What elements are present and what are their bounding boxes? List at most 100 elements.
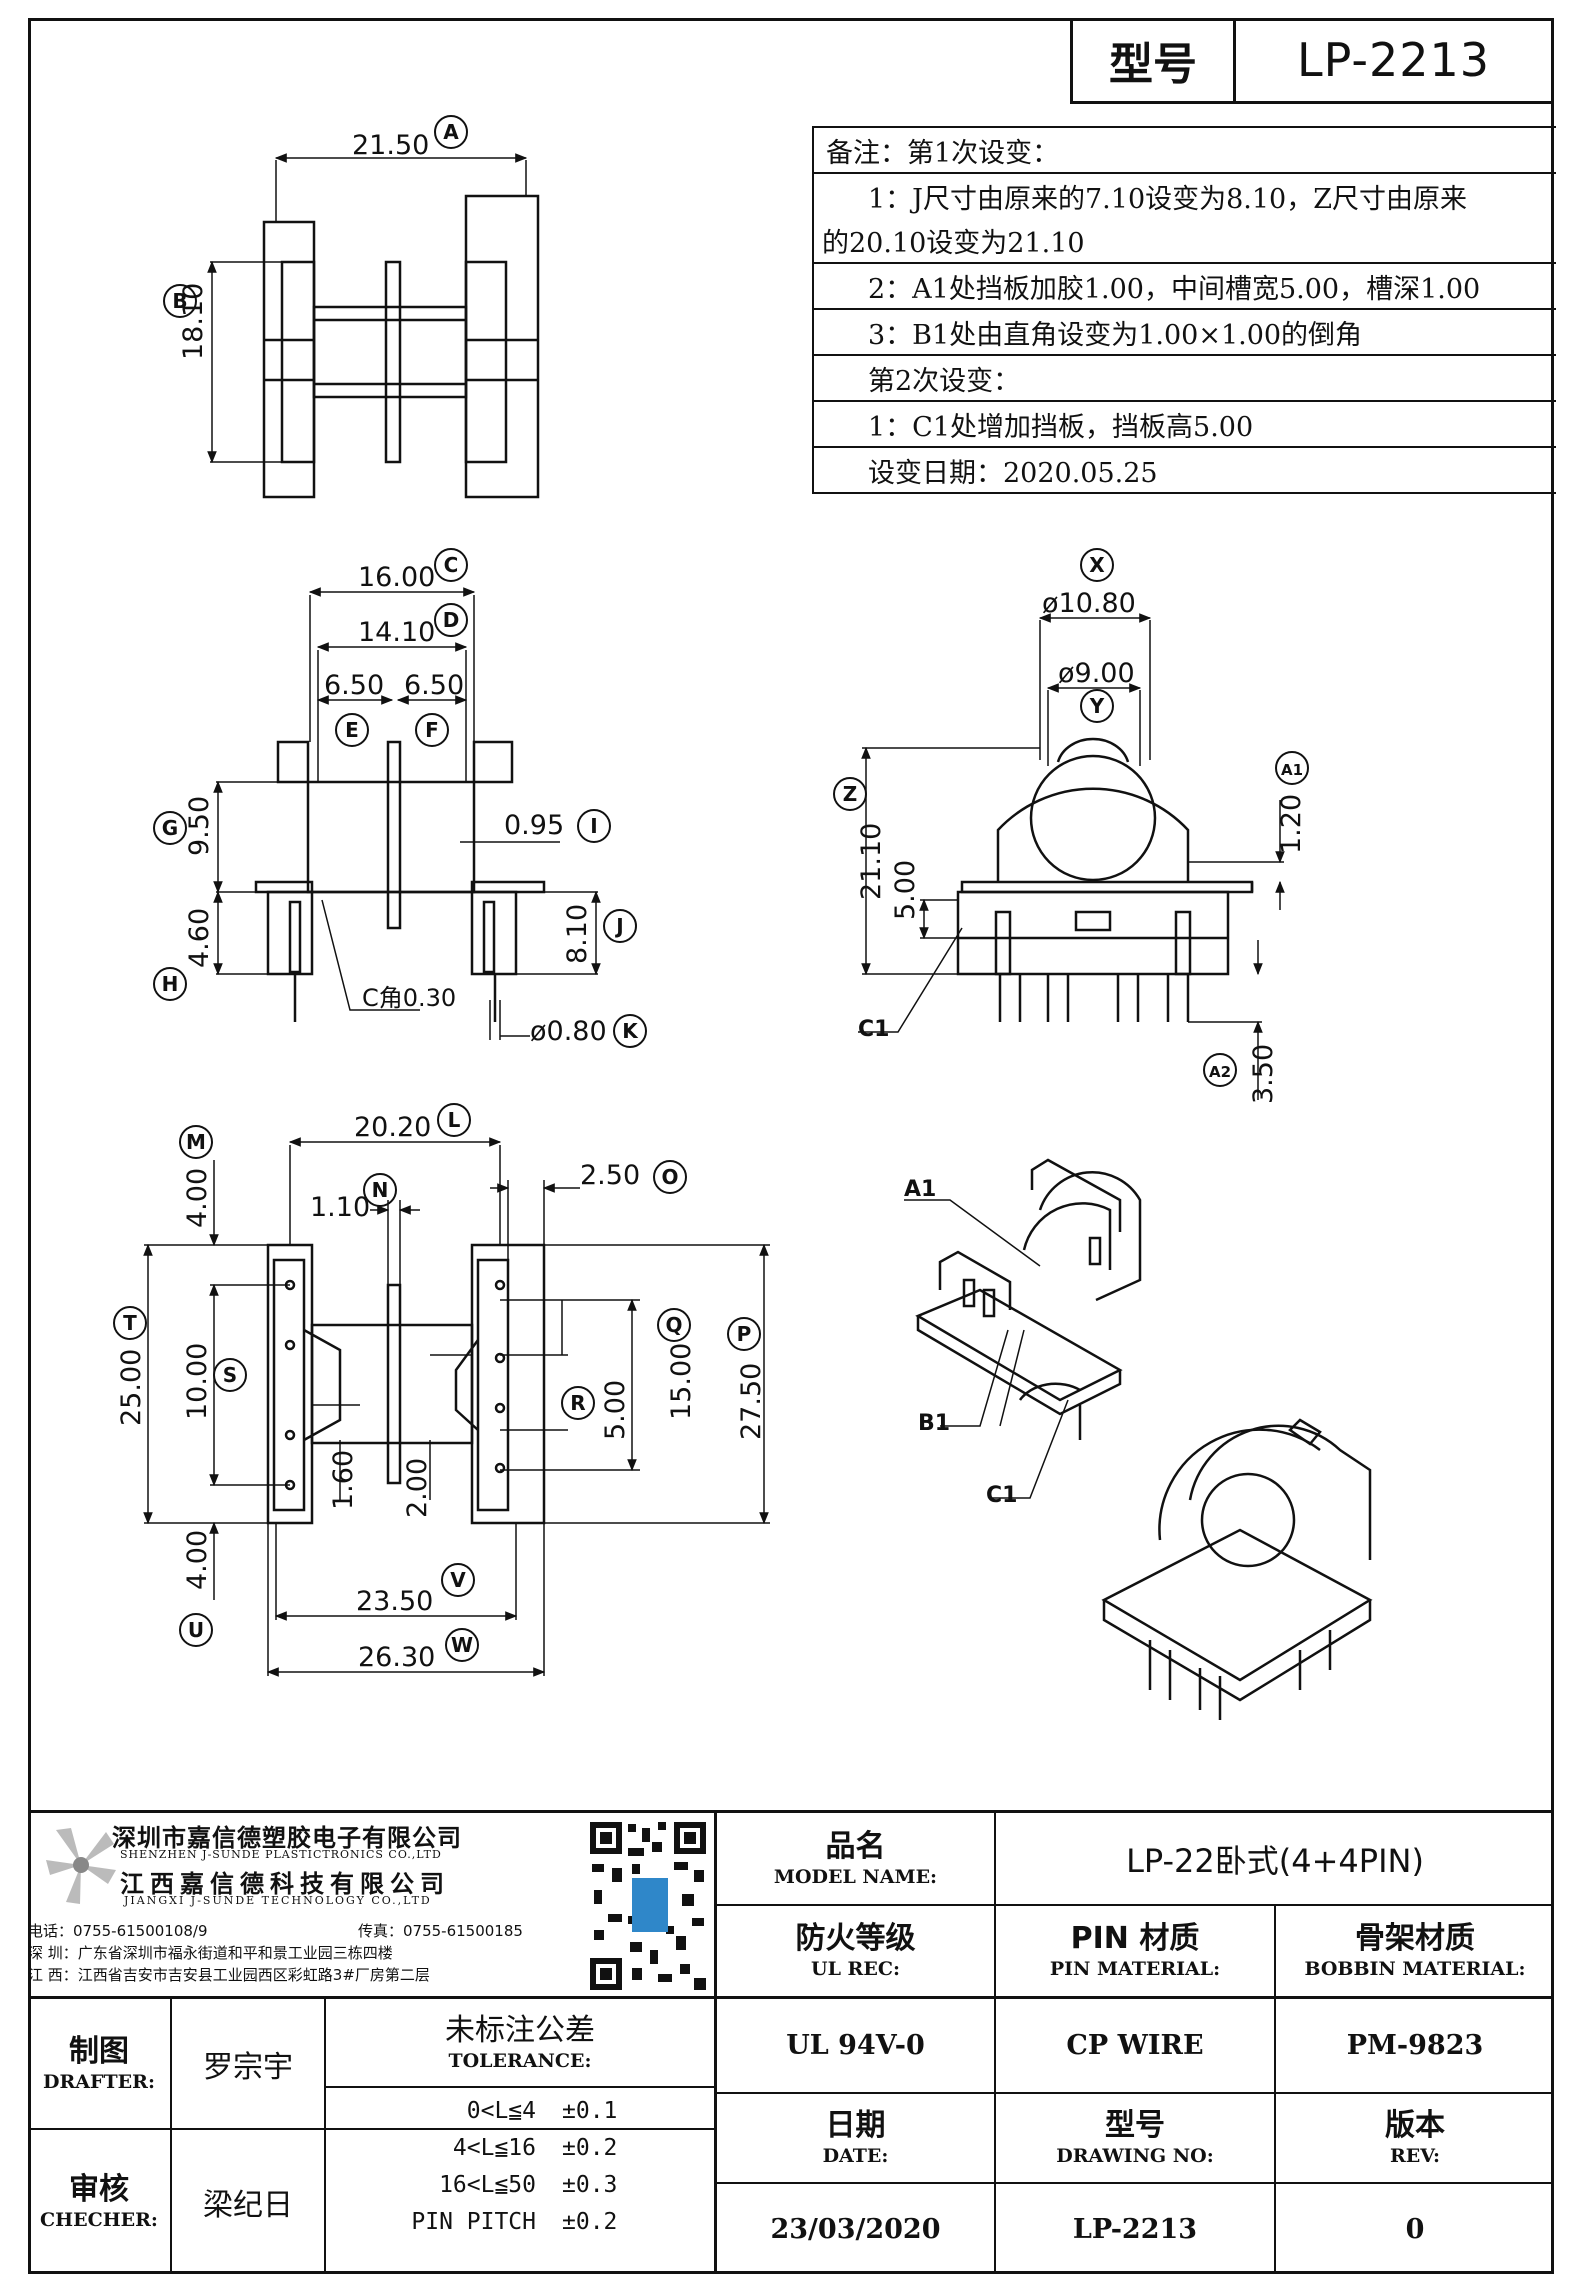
dim-r: 5.00 bbox=[600, 1380, 631, 1440]
dim-m: 4.00 bbox=[182, 1168, 213, 1228]
svg-text:A: A bbox=[443, 120, 459, 144]
callout-a1-iso: A1 bbox=[904, 1177, 936, 1202]
svg-text:A2: A2 bbox=[1209, 1063, 1231, 1081]
tolerance-range: 0<L≦4 bbox=[466, 2098, 536, 2124]
svg-text:R: R bbox=[570, 1391, 585, 1415]
svg-text:B: B bbox=[172, 289, 187, 313]
notes-row: 2：A1处挡板加胶1.00，中间槽宽5.00，槽深1.00 bbox=[814, 264, 1556, 310]
header-model-box: 型号 LP-2213 bbox=[1070, 18, 1554, 104]
ul-rec-value: UL 94V-0 bbox=[786, 2030, 925, 2061]
svg-text:C: C bbox=[444, 553, 459, 577]
iso-view-1 bbox=[915, 1158, 1142, 1440]
dim-z-inner: 5.00 bbox=[890, 860, 921, 920]
svg-text:I: I bbox=[590, 814, 597, 838]
dim-o: 2.50 bbox=[580, 1160, 640, 1191]
title-block: 深圳市嘉信德塑胶电子有限公司 SHENZHEN J-SUNDE PLASTICT… bbox=[28, 1810, 1554, 2274]
dim-h: 4.60 bbox=[184, 908, 215, 968]
top-view bbox=[207, 153, 540, 499]
notes-row: 的20.10设变为21.10 bbox=[814, 218, 1556, 264]
tolerance-value: ±0.1 bbox=[562, 2098, 618, 2124]
dim-c: 16.00 bbox=[358, 562, 435, 593]
header-model-value: LP-2213 bbox=[1296, 32, 1491, 87]
drawing-canvas: 21.50 18.10 16.00 14.10 6.50 6.50 9.50 4… bbox=[113, 115, 1373, 1720]
dim-d2: 2.00 bbox=[402, 1458, 433, 1518]
svg-text:F: F bbox=[425, 718, 439, 742]
tolerance-value: ±0.3 bbox=[562, 2172, 618, 2198]
svg-text:K: K bbox=[622, 1019, 639, 1043]
notes-row: 1：J尺寸由原来的7.10设变为8.10，Z尺寸由原来 bbox=[868, 183, 1467, 215]
tolerance-value: ±0.2 bbox=[562, 2135, 618, 2161]
svg-text:V: V bbox=[450, 1568, 466, 1592]
iso-view-2 bbox=[1101, 1418, 1373, 1720]
dim-x: ø10.80 bbox=[1042, 588, 1136, 619]
dim-q: 15.00 bbox=[666, 1343, 697, 1420]
date-value: 23/03/2020 bbox=[770, 2213, 941, 2245]
notes-row: 第2次设变： bbox=[814, 356, 1556, 402]
leader-c1 bbox=[990, 1399, 1069, 1499]
svg-text:E: E bbox=[345, 718, 359, 742]
dim-a: 21.50 bbox=[352, 130, 429, 161]
company2-name-en: JIANGXI J-SUNDE TECHNOLOGY CO.,LTD bbox=[124, 1894, 432, 1907]
rev-value: 0 bbox=[1405, 2213, 1425, 2245]
company-logo bbox=[36, 1820, 126, 1910]
dim-b: 18.10 bbox=[178, 283, 209, 360]
dim-p: 27.50 bbox=[736, 1363, 767, 1440]
notes-row: 3：B1处由直角设变为1.00×1.00的倒角 bbox=[814, 310, 1556, 356]
svg-text:X: X bbox=[1089, 553, 1105, 577]
svg-text:P: P bbox=[737, 1322, 752, 1346]
company-fax: 传真：0755-61500185 bbox=[358, 1922, 523, 1940]
model-name-label: 品名 MODEL NAME: bbox=[773, 1828, 938, 1888]
company-address-jx: 江 西：江西省吉安市吉安县工业园西区彩虹路3#厂房第二层 bbox=[28, 1966, 430, 1984]
svg-text:D: D bbox=[443, 608, 460, 632]
notes-row: 设变日期：2020.05.25 bbox=[814, 448, 1556, 494]
svg-text:N: N bbox=[372, 1178, 389, 1202]
svg-text:A1: A1 bbox=[1281, 761, 1303, 779]
dim-t: 25.00 bbox=[116, 1349, 147, 1426]
dim-f: 6.50 bbox=[404, 670, 464, 701]
svg-text:G: G bbox=[162, 816, 178, 840]
notes-row: 1：C1处增加挡板，挡板高5.00 bbox=[814, 402, 1556, 448]
company-address-sz: 深 圳：广东省深圳市福永街道和平和景工业园三栋四楼 bbox=[28, 1944, 393, 1962]
notes-row: 备注：第1次设变： bbox=[814, 128, 1556, 174]
dim-d1: 1.60 bbox=[328, 1450, 359, 1510]
dim-l: 20.20 bbox=[354, 1112, 431, 1143]
dim-s: 10.00 bbox=[182, 1343, 213, 1420]
circled-letters bbox=[113, 115, 1309, 1662]
tolerance-range: PIN PITCH bbox=[411, 2209, 536, 2235]
leader-b1-2 bbox=[999, 1329, 1025, 1427]
dimension-labels: 21.50 18.10 16.00 14.10 6.50 6.50 9.50 4… bbox=[116, 130, 1307, 1673]
company-name-en: SHENZHEN J-SUNDE PLASTICTRONICS CO.,LTD bbox=[120, 1848, 442, 1861]
svg-text:M: M bbox=[186, 1130, 206, 1154]
dim-a2: 3.50 bbox=[1248, 1044, 1279, 1104]
header-model-label: 型号 bbox=[1073, 18, 1236, 101]
svg-text:Y: Y bbox=[1089, 694, 1105, 718]
company-phone: 电话：0755-61500108/9 bbox=[28, 1922, 208, 1940]
tolerance-value: ±0.2 bbox=[562, 2209, 618, 2235]
dim-k: ø0.80 bbox=[530, 1016, 607, 1047]
svg-text:U: U bbox=[188, 1618, 204, 1642]
callout-b1-iso: B1 bbox=[918, 1411, 950, 1436]
dim-u: 4.00 bbox=[182, 1530, 213, 1590]
dim-d: 14.10 bbox=[358, 617, 435, 648]
front-view bbox=[213, 587, 601, 1040]
dim-z: 21.10 bbox=[856, 823, 887, 900]
svg-text:O: O bbox=[661, 1165, 678, 1189]
pin-material-value: CP WIRE bbox=[1066, 2030, 1204, 2061]
dim-v: 23.50 bbox=[356, 1586, 433, 1617]
dim-e: 6.50 bbox=[324, 670, 384, 701]
dim-n: 1.10 bbox=[310, 1192, 370, 1223]
leader-a1 bbox=[904, 1199, 1041, 1267]
company-name-cn: 深圳市嘉信德塑胶电子有限公司 bbox=[112, 1824, 462, 1852]
side-view bbox=[858, 613, 1285, 1100]
svg-text:Z: Z bbox=[843, 782, 858, 806]
svg-text:W: W bbox=[451, 1633, 473, 1657]
svg-text:Q: Q bbox=[665, 1313, 682, 1337]
